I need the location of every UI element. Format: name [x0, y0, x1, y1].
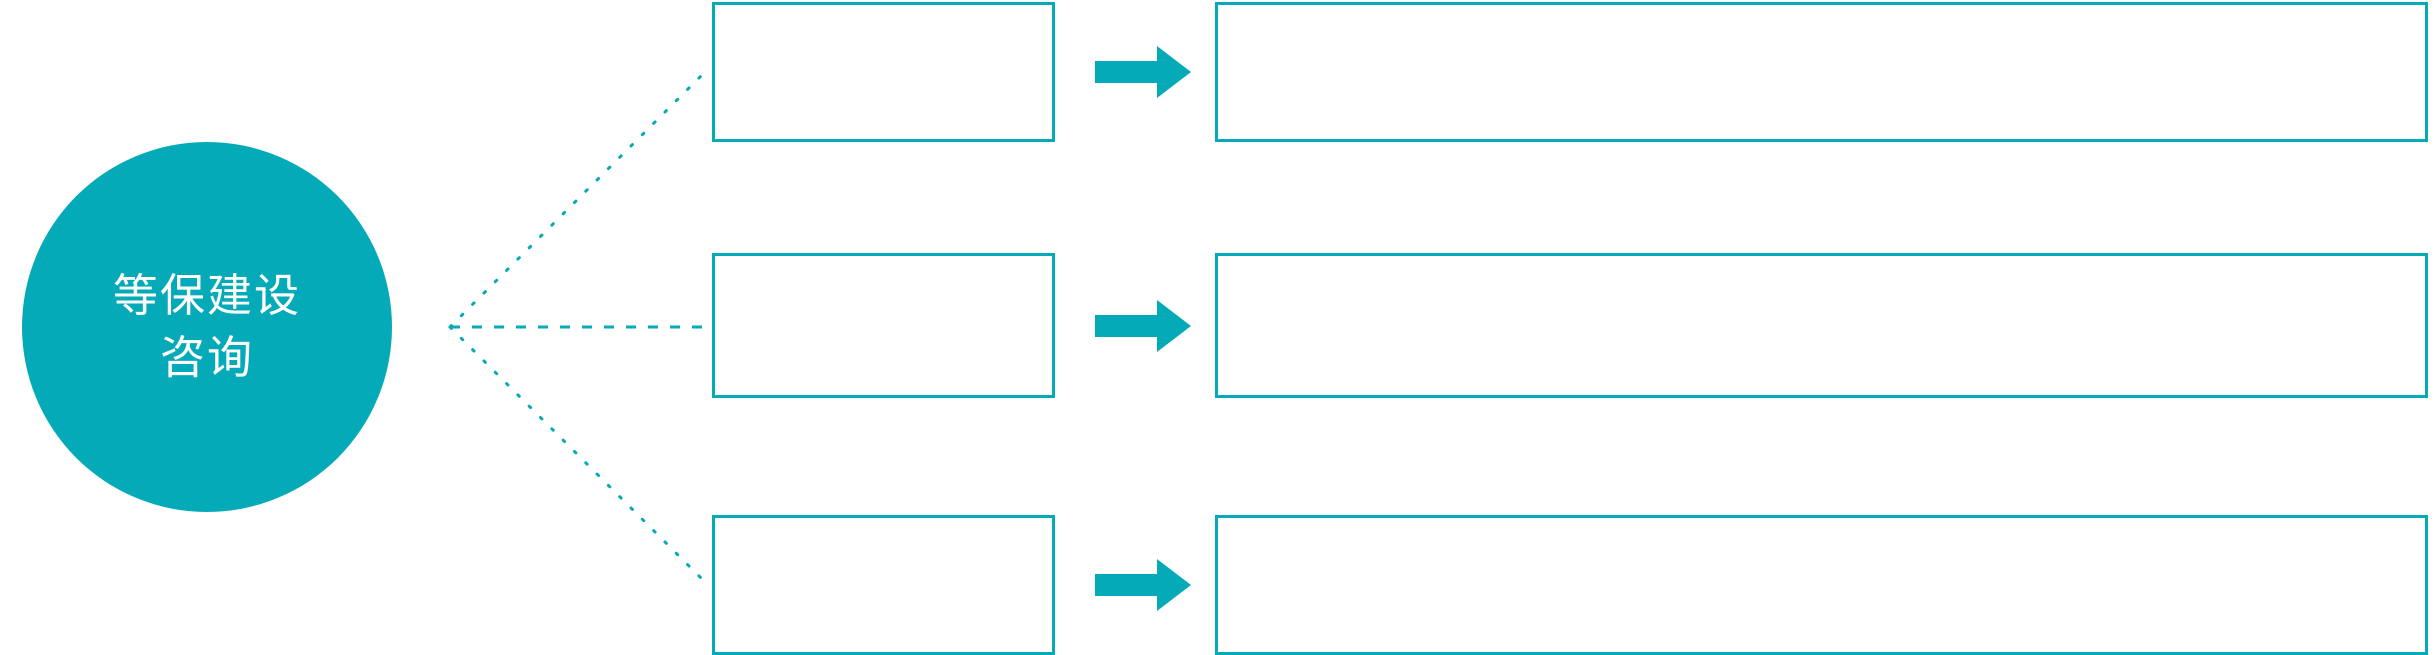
small-box-row-1[interactable]	[712, 2, 1055, 142]
big-box-row-2[interactable]	[1215, 253, 2428, 398]
diagram-row-2	[0, 253, 2434, 398]
hub-label-line-2: 咨询	[159, 332, 254, 383]
big-box-row-1[interactable]	[1215, 2, 2428, 142]
small-box-row-3[interactable]	[712, 515, 1055, 655]
diagram-row-3	[0, 515, 2434, 655]
right-arrow-icon-row-2	[1095, 299, 1191, 352]
right-arrow-icon-row-1	[1095, 46, 1191, 98]
diagram-row-1	[0, 2, 2434, 142]
small-box-row-2[interactable]	[712, 253, 1055, 398]
right-arrow-icon-row-3	[1095, 559, 1191, 611]
hub-label-line-1: 等保建设	[112, 270, 301, 321]
hub-circle[interactable]: 等保建设 咨询	[22, 142, 392, 512]
big-box-row-3[interactable]	[1215, 515, 2428, 655]
